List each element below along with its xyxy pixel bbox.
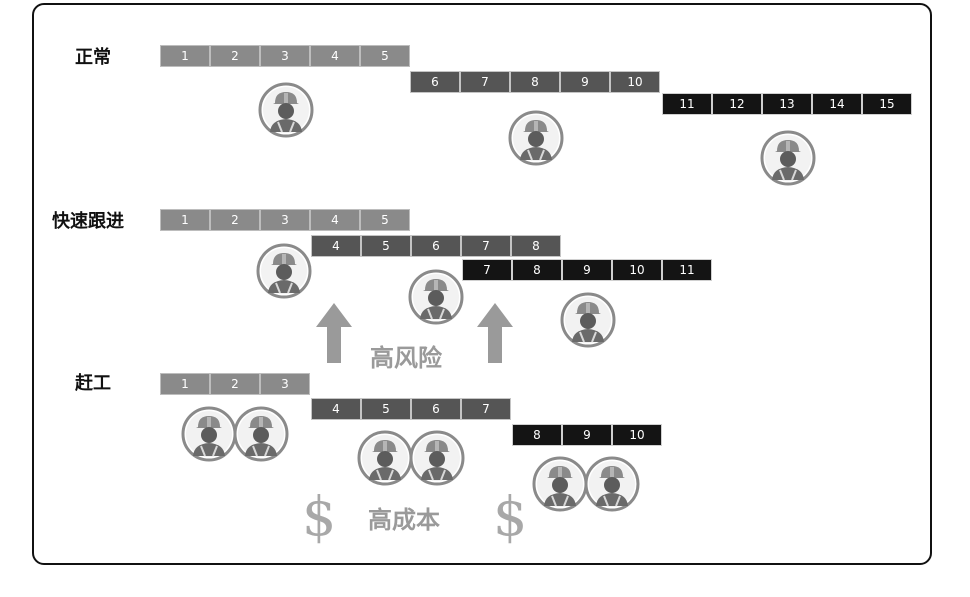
dollar-icon: $ <box>302 485 337 548</box>
task-cell: 4 <box>311 235 361 257</box>
task-cell: 4 <box>310 45 360 67</box>
task-cell: 7 <box>461 235 511 257</box>
worker-icon <box>258 82 314 138</box>
worker-icon <box>409 430 465 486</box>
task-cell: 1 <box>160 209 210 231</box>
crashing-phase-1-bar: 1 2 3 <box>160 373 310 395</box>
task-cell: 5 <box>360 45 410 67</box>
task-cell: 8 <box>510 71 560 93</box>
worker-icon <box>408 269 464 325</box>
task-cell: 8 <box>512 259 562 281</box>
task-cell: 6 <box>411 398 461 420</box>
fast-track-phase-3-bar: 7 8 9 10 11 <box>462 259 712 281</box>
crashing-phase-3-bar: 8 9 10 <box>512 424 662 446</box>
worker-icon <box>233 406 289 462</box>
task-cell: 8 <box>512 424 562 446</box>
task-cell: 10 <box>612 424 662 446</box>
row-label-normal: 正常 <box>75 47 111 68</box>
task-cell: 15 <box>862 93 912 115</box>
task-cell: 11 <box>662 93 712 115</box>
task-cell: 3 <box>260 373 310 395</box>
task-cell: 6 <box>410 71 460 93</box>
task-cell: 9 <box>560 71 610 93</box>
task-cell: 14 <box>812 93 862 115</box>
task-cell: 7 <box>462 259 512 281</box>
worker-icon <box>357 430 413 486</box>
task-cell: 5 <box>361 235 411 257</box>
task-cell: 9 <box>562 259 612 281</box>
task-cell: 9 <box>562 424 612 446</box>
task-cell: 3 <box>260 45 310 67</box>
task-cell: 11 <box>662 259 712 281</box>
fast-track-phase-2-bar: 4 5 6 7 8 <box>311 235 561 257</box>
task-cell: 2 <box>210 209 260 231</box>
task-cell: 5 <box>361 398 411 420</box>
dollar-icon: $ <box>493 485 528 548</box>
worker-icon <box>584 456 640 512</box>
task-cell: 6 <box>411 235 461 257</box>
task-cell: 3 <box>260 209 310 231</box>
worker-icon <box>256 243 312 299</box>
task-cell: 10 <box>612 259 662 281</box>
worker-icon <box>508 110 564 166</box>
normal-phase-2-bar: 6 7 8 9 10 <box>410 71 660 93</box>
high-risk-caption: 高风险 <box>370 344 442 372</box>
crashing-phase-2-bar: 4 5 6 7 <box>311 398 511 420</box>
worker-icon <box>181 406 237 462</box>
row-label-crashing: 赶工 <box>75 373 111 394</box>
task-cell: 12 <box>712 93 762 115</box>
worker-icon <box>760 130 816 186</box>
task-cell: 1 <box>160 373 210 395</box>
worker-icon <box>560 292 616 348</box>
task-cell: 13 <box>762 93 812 115</box>
task-cell: 5 <box>360 209 410 231</box>
task-cell: 7 <box>461 398 511 420</box>
task-cell: 10 <box>610 71 660 93</box>
task-cell: 4 <box>310 209 360 231</box>
normal-phase-3-bar: 11 12 13 14 15 <box>662 93 912 115</box>
row-label-fast-track: 快速跟进 <box>52 211 124 232</box>
task-cell: 8 <box>511 235 561 257</box>
task-cell: 4 <box>311 398 361 420</box>
fast-track-phase-1-bar: 1 2 3 4 5 <box>160 209 410 231</box>
task-cell: 1 <box>160 45 210 67</box>
normal-phase-1-bar: 1 2 3 4 5 <box>160 45 410 67</box>
high-cost-caption: 高成本 <box>368 506 440 534</box>
up-arrow-icon <box>477 303 513 363</box>
task-cell: 7 <box>460 71 510 93</box>
up-arrow-icon <box>316 303 352 363</box>
task-cell: 2 <box>210 373 260 395</box>
task-cell: 2 <box>210 45 260 67</box>
worker-icon <box>532 456 588 512</box>
